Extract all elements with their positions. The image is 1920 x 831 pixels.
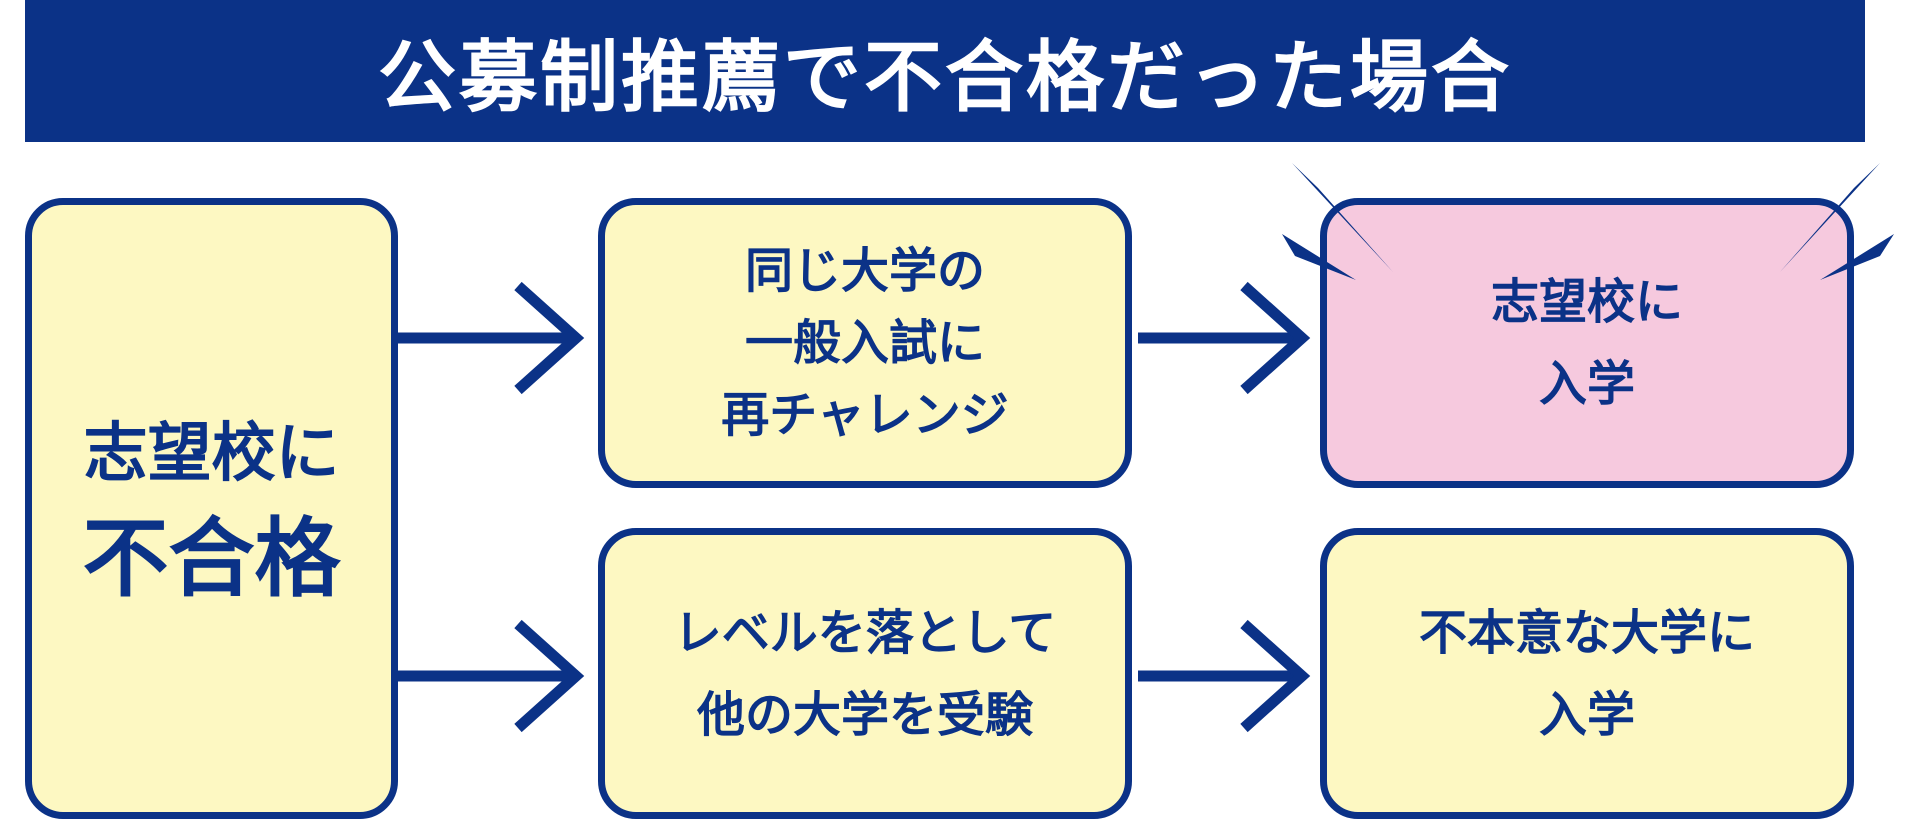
arrow-right-icon [398,619,585,733]
title-banner: 公募制推薦で不合格だった場合 [25,0,1865,142]
arrow-right-icon [1138,619,1311,733]
retry-general-exam-box: 同じ大学の 一般入試に 再チャレンジ [598,198,1132,488]
retry-box-line-2: 一般入試に [744,315,985,371]
lower-level-line-2: 他の大学を受験 [696,686,1033,743]
start-box-line-1: 志望校に [83,416,340,491]
unwanted-line-1: 不本意な大学に [1418,604,1755,661]
burst-lines-icon [1282,163,1894,280]
unwanted-line-2: 入学 [1538,686,1635,743]
arrow-right-icon [1138,281,1311,395]
page-title: 公募制推薦で不合格だった場合 [377,33,1512,123]
lower-level-line-1: レベルを落として [673,604,1057,661]
enter-first-choice-box: 志望校に 入学 [1320,198,1854,488]
enter-unwanted-university-box: 不本意な大学に 入学 [1320,528,1854,819]
retry-box-line-3: 再チャレンジ [721,387,1009,443]
start-box-failed: 志望校に 不合格 [25,198,398,819]
first-choice-line-1: 志望校に [1490,274,1683,330]
retry-box-line-1: 同じ大学の [744,243,985,299]
lower-level-exam-box: レベルを落として 他の大学を受験 [598,528,1132,819]
start-box-line-2: 不合格 [82,508,341,609]
arrow-right-icon [398,281,585,395]
first-choice-line-2: 入学 [1538,356,1635,412]
